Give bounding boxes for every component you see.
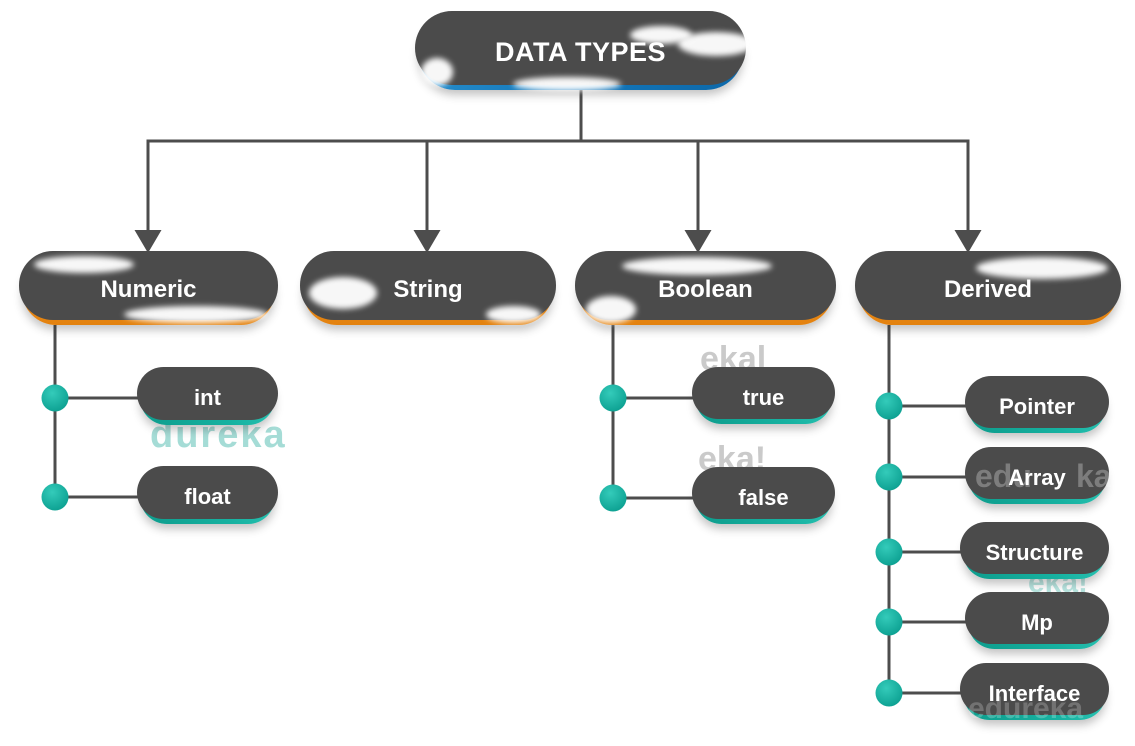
node-false: false [692, 467, 835, 524]
node-true: true [692, 367, 835, 424]
arrow-down-icon [684, 230, 712, 253]
arrow-down-icon [134, 230, 162, 253]
node-label: true [742, 384, 785, 410]
node-label: float [184, 484, 231, 509]
node-pointer: Pointer [965, 376, 1109, 433]
node-label: DATA TYPES [494, 37, 666, 67]
node-derived: Derived [855, 251, 1121, 325]
dot-icon [599, 384, 627, 412]
dot-icon [599, 484, 627, 512]
dot-icon [875, 463, 903, 491]
node-numeric: Numeric [19, 251, 278, 325]
node-label: Derived [943, 276, 1033, 303]
dot-icon [875, 608, 903, 636]
node-label: Boolean [658, 276, 753, 303]
node-structure: Structure [960, 522, 1109, 579]
node-label: String [393, 276, 463, 303]
node-int: int [137, 367, 278, 425]
node-interface: Interface [960, 663, 1109, 720]
arrowheads [134, 230, 982, 253]
node-label: Interface [988, 680, 1081, 706]
node-label: int [194, 385, 221, 410]
node-string: String [300, 251, 556, 325]
dot-icon [41, 483, 69, 511]
dot-icon [875, 392, 903, 420]
node-label: Structure [985, 539, 1084, 565]
node-label: false [738, 484, 789, 510]
node-label: Pointer [999, 393, 1075, 419]
arrow-down-icon [954, 230, 982, 253]
node-data-types: DATA TYPES [415, 11, 746, 90]
node-label: Numeric [100, 276, 197, 303]
node-boolean: Boolean [575, 251, 836, 325]
dot-icon [875, 679, 903, 707]
dot-icon [875, 538, 903, 566]
arrow-down-icon [413, 230, 441, 253]
node-label: Mp [1021, 609, 1053, 635]
dot-icon [41, 384, 69, 412]
node-mp: Mp [965, 592, 1109, 649]
junction-dots [41, 384, 903, 707]
node-array: Array [965, 447, 1109, 504]
node-float: float [137, 466, 278, 524]
node-label: Array [1008, 464, 1066, 490]
